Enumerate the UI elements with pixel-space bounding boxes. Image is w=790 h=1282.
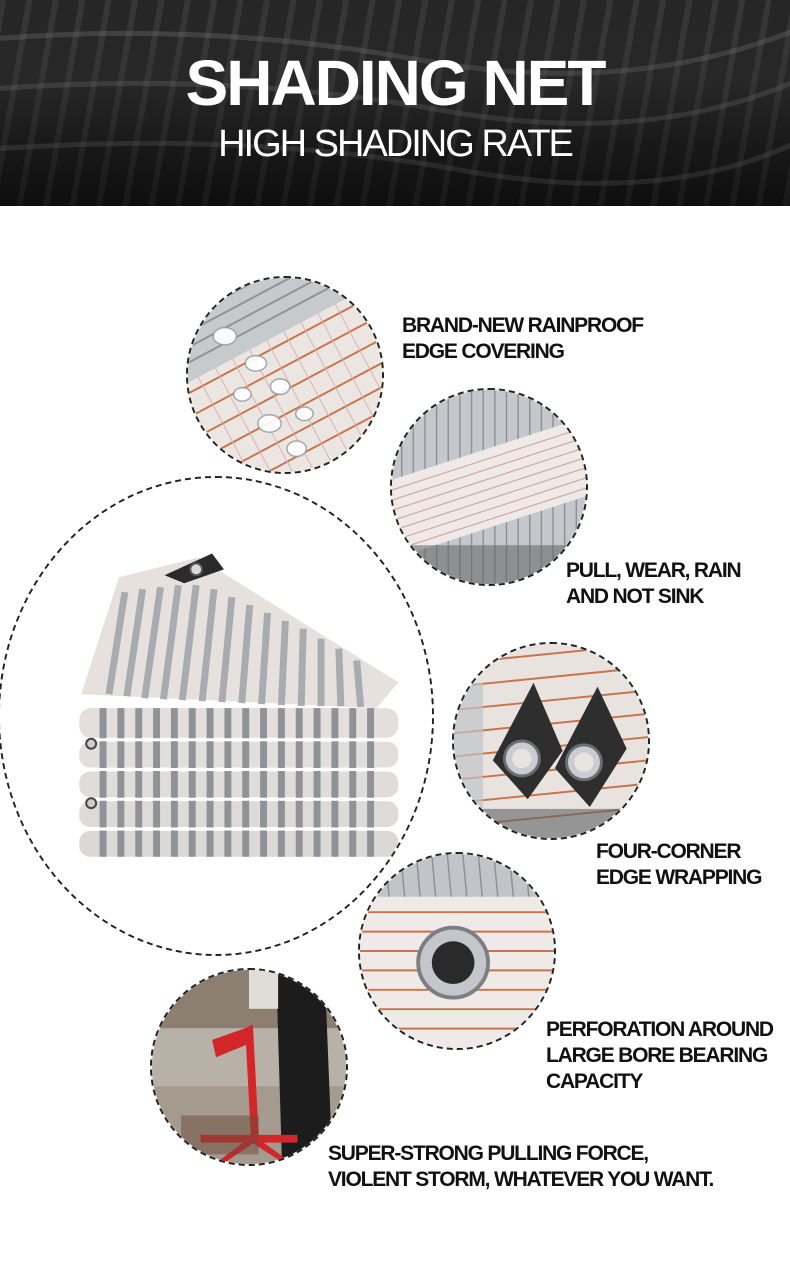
feature-label-corner: FOUR-CORNER EDGE WRAPPING [596,840,762,889]
water-droplets-icon [188,278,382,472]
pull-test-photo-icon [152,970,346,1164]
perforation-detail-image [358,852,556,1050]
pulling-test-image [150,968,348,1166]
rainproof-detail-image [186,276,384,474]
metal-eyelet-icon [360,854,554,1048]
page-title: SHADING NET [185,47,607,119]
wear-detail-image [390,388,588,586]
feature-label-wear: PULL, WEAR, RAIN AND NOT SINK [566,559,742,608]
feature-label-rainproof: BRAND-NEW RAINPROOF EDGE COVERING [402,314,644,363]
page-subtitle: HIGH SHADING RATE [218,123,574,165]
aluminum-net-texture-icon [392,390,586,584]
banner-background-pattern [0,0,790,206]
header-banner: SHADING NET HIGH SHADING RATE [0,0,790,206]
feature-label-perforation: PERFORATION AROUND LARGE BORE BEARING CA… [546,1018,774,1093]
corner-detail-image [452,642,650,840]
folded-net-illustration [0,478,432,954]
corner-grommet-icon [454,644,648,838]
folded-shade-net-image [0,476,434,956]
feature-label-pulling: SUPER-STRONG PULLING FORCE, VIOLENT STOR… [328,1142,714,1191]
